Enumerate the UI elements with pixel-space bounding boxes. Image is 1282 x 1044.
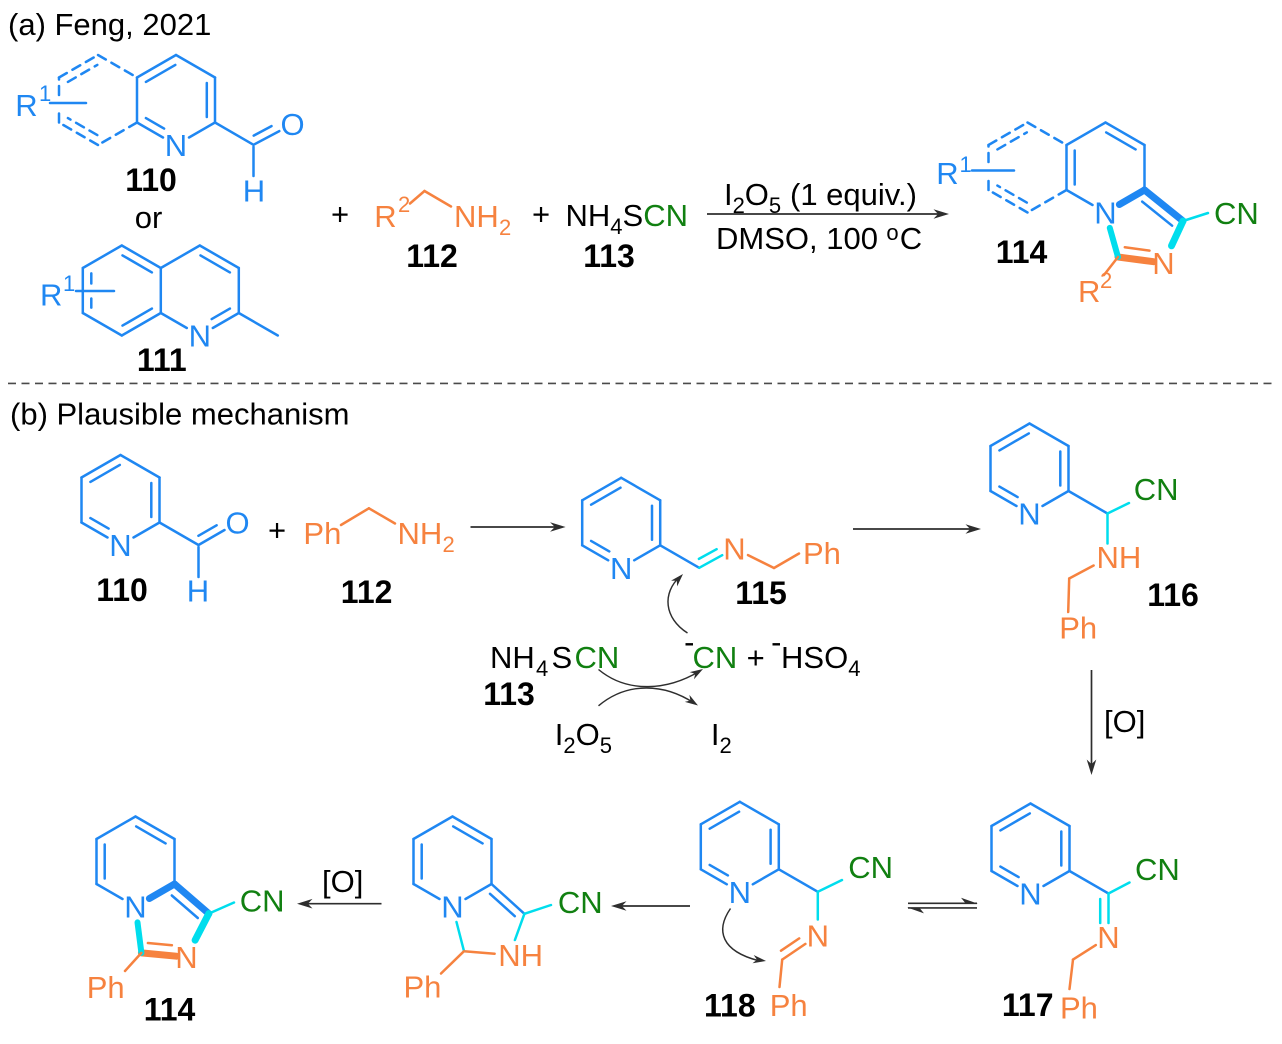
svg-text:NH: NH	[398, 516, 443, 551]
svg-text:[O]: [O]	[322, 864, 363, 899]
svg-text:4: 4	[848, 656, 860, 681]
svg-text:CN: CN	[643, 198, 688, 233]
svg-text:N: N	[109, 528, 131, 563]
svg-text:HSO: HSO	[781, 640, 848, 675]
svg-text:115: 115	[735, 575, 787, 611]
svg-text:O: O	[225, 506, 249, 541]
svg-text:CN: CN	[693, 640, 738, 675]
svg-text:2: 2	[720, 733, 732, 758]
svg-text:NH: NH	[1097, 540, 1142, 575]
svg-text:2: 2	[499, 215, 511, 240]
svg-text:N: N	[165, 128, 187, 163]
svg-text:Ph: Ph	[303, 516, 341, 551]
svg-text:(1 equiv.): (1 equiv.)	[790, 177, 917, 212]
svg-text:N: N	[1018, 497, 1040, 532]
svg-text:NH: NH	[490, 640, 535, 675]
svg-text:110: 110	[125, 162, 177, 198]
svg-text:[O]: [O]	[1104, 704, 1145, 739]
svg-text:N: N	[729, 875, 751, 910]
svg-text:113: 113	[583, 238, 635, 274]
svg-text:R: R	[936, 156, 958, 191]
svg-text:R: R	[40, 278, 62, 313]
svg-text:S: S	[623, 198, 644, 233]
svg-text:S: S	[552, 640, 573, 675]
svg-text:O: O	[745, 177, 769, 212]
svg-text:Ph: Ph	[1059, 611, 1097, 646]
svg-text:R: R	[374, 199, 396, 234]
svg-text:118: 118	[704, 988, 756, 1024]
svg-text:112: 112	[341, 574, 393, 610]
svg-text:NH: NH	[454, 199, 499, 234]
svg-text:N: N	[1152, 246, 1174, 281]
svg-text:116: 116	[1147, 577, 1199, 613]
svg-text:O: O	[576, 717, 600, 752]
svg-text:111: 111	[137, 342, 187, 378]
svg-text:N: N	[807, 919, 829, 954]
svg-text:I: I	[711, 717, 720, 752]
svg-text:2: 2	[1100, 268, 1112, 293]
svg-text:N: N	[723, 532, 745, 567]
svg-text:N: N	[1097, 920, 1119, 955]
svg-text:113: 113	[483, 676, 535, 712]
svg-text:+: +	[532, 197, 550, 232]
svg-text:1: 1	[39, 81, 51, 106]
svg-text:DMSO, 100: DMSO, 100	[716, 221, 878, 256]
svg-text:2: 2	[733, 193, 745, 218]
svg-text:N: N	[1019, 877, 1041, 912]
svg-text:R: R	[1078, 274, 1100, 309]
svg-text:112: 112	[406, 238, 458, 274]
svg-text:+: +	[268, 513, 286, 548]
svg-text:CN: CN	[240, 884, 285, 919]
svg-text:R: R	[15, 88, 37, 123]
svg-text:(b) Plausible mechanism: (b) Plausible mechanism	[10, 397, 349, 432]
svg-text:I: I	[555, 717, 564, 752]
svg-text:Ph: Ph	[404, 970, 442, 1005]
svg-text:5: 5	[769, 193, 781, 218]
svg-text:H: H	[243, 174, 265, 209]
svg-text:4: 4	[536, 656, 548, 681]
svg-text:NH: NH	[498, 938, 543, 973]
svg-text:5: 5	[600, 733, 612, 758]
svg-text:Ph: Ph	[770, 988, 808, 1023]
svg-text:+: +	[331, 197, 349, 232]
svg-text:N: N	[189, 319, 211, 354]
svg-text:CN: CN	[1214, 196, 1259, 231]
svg-text:C: C	[900, 221, 922, 256]
svg-text:N: N	[441, 890, 463, 925]
svg-text:O: O	[280, 107, 304, 142]
svg-text:110: 110	[96, 572, 148, 608]
svg-text:+: +	[747, 640, 765, 675]
svg-text:Ph: Ph	[1060, 991, 1098, 1026]
svg-text:CN: CN	[575, 640, 620, 675]
svg-text:Ph: Ph	[87, 970, 125, 1005]
svg-text:NH: NH	[566, 198, 611, 233]
svg-text:Ph: Ph	[803, 536, 841, 571]
svg-text:2: 2	[563, 733, 575, 758]
svg-text:I: I	[724, 177, 733, 212]
svg-text:CN: CN	[1135, 852, 1180, 887]
svg-text:CN: CN	[848, 850, 893, 885]
svg-text:2: 2	[398, 192, 410, 217]
svg-text:N: N	[124, 890, 146, 925]
svg-text:N: N	[175, 940, 197, 975]
svg-text:114: 114	[144, 992, 196, 1028]
svg-text:or: or	[135, 200, 163, 235]
svg-text:H: H	[187, 574, 209, 609]
svg-text:N: N	[610, 551, 632, 586]
svg-text:CN: CN	[558, 885, 603, 920]
svg-text:1: 1	[63, 271, 75, 296]
svg-text:114: 114	[996, 234, 1048, 270]
svg-text:2: 2	[443, 532, 455, 557]
svg-text:o: o	[886, 220, 898, 245]
svg-text:4: 4	[610, 214, 622, 239]
svg-text:(a) Feng, 2021: (a) Feng, 2021	[8, 7, 211, 42]
svg-text:N: N	[1094, 196, 1116, 231]
svg-text:117: 117	[1002, 987, 1054, 1023]
svg-text:CN: CN	[1134, 472, 1179, 507]
svg-text:1: 1	[960, 152, 972, 177]
